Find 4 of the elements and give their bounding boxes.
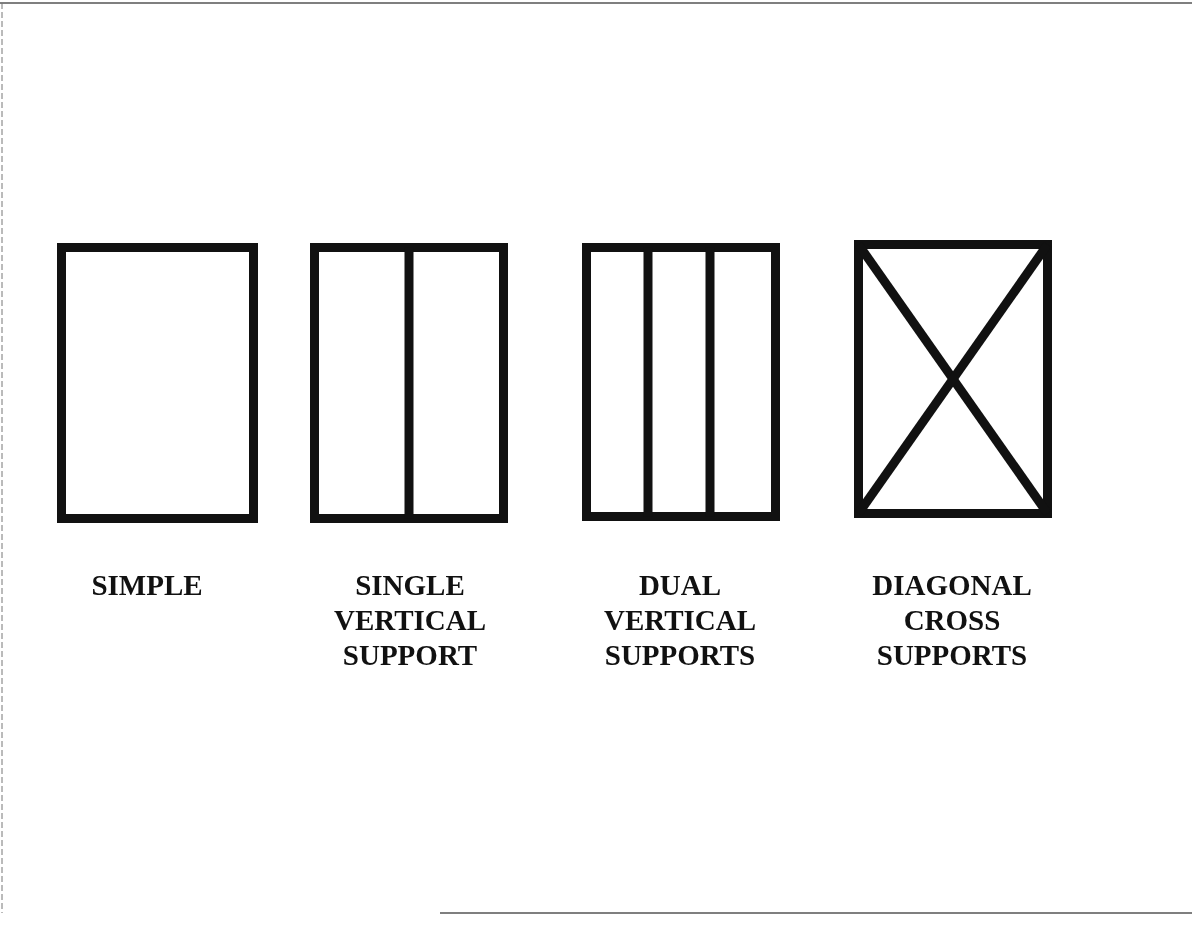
frame-caption: DIAGONAL CROSS SUPPORTS xyxy=(871,568,1033,673)
frame-caption: SINGLE VERTICAL SUPPORT xyxy=(332,568,488,673)
frame-caption: DUAL VERTICAL SUPPORTS xyxy=(602,568,758,673)
frame-caption: SIMPLE xyxy=(90,568,204,603)
